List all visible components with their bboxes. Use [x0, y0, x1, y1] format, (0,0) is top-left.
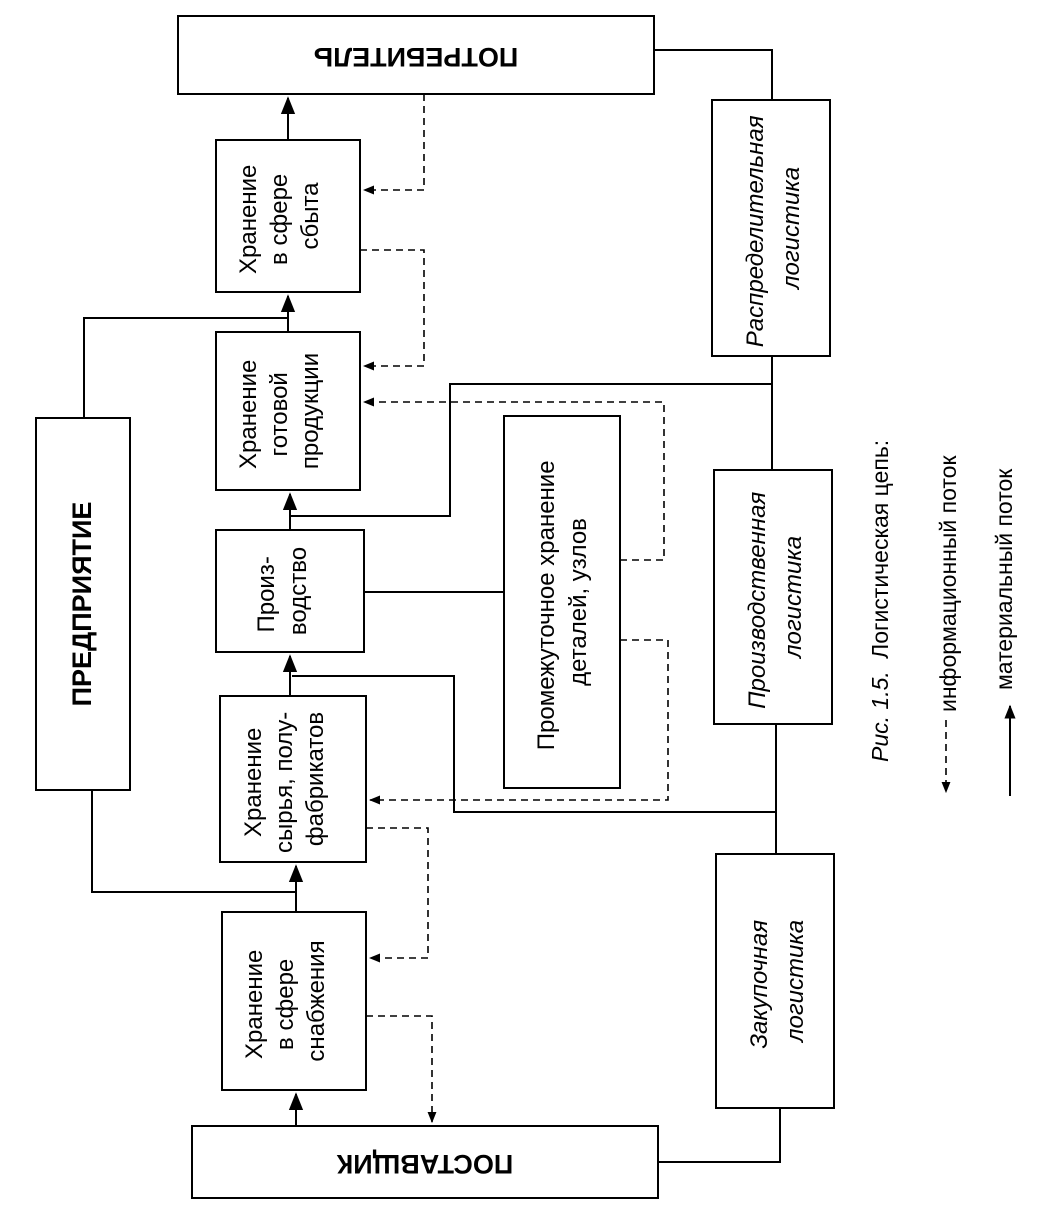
procurement-logistics-node: Закупочная логистика	[715, 853, 835, 1109]
info-consumer-to-sales	[362, 94, 425, 195]
storage-sales-label: Хранение в сфере сбыта	[235, 158, 324, 274]
material-flow-arrows	[280, 96, 304, 1126]
intermediate-storage-node: Промежуточное хранение деталей, узлов	[503, 415, 621, 789]
storage-supply-node: Хранение в сфере снабжения	[221, 911, 367, 1091]
production-label: Произ- водство	[253, 547, 312, 635]
legend-material-flow: материальный поток	[991, 468, 1017, 796]
production-node: Произ- водство	[215, 529, 365, 653]
legend-info-flow-label: информационный поток	[935, 455, 961, 712]
figure-caption: Рис. 1.5. Логистическая цепь: информацио…	[867, 440, 1017, 796]
consumer-label: ПОТРЕБИТЕЛЬ	[314, 42, 519, 72]
intermediate-storage-label: Промежуточное хранение деталей, узлов	[533, 454, 592, 751]
info-supply-to-supplier	[366, 1015, 437, 1124]
storage-finished-node: Хранение готовой продукции	[215, 331, 361, 491]
info-intermediate-to-finished	[362, 397, 665, 561]
storage-raw-node: Хранение сырья, полу- фабрикатов	[219, 695, 367, 863]
legend-info-flow: информационный поток	[935, 455, 961, 794]
storage-finished-label: Хранение готовой продукции	[235, 353, 324, 469]
supplier-label: ПОСТАВЩИК	[336, 1149, 513, 1179]
production-logistics-scope-top	[290, 383, 772, 517]
enterprise-node: ПРЕДПРИЯТИЕ	[35, 417, 131, 791]
legend-material-flow-label: материальный поток	[991, 468, 1017, 690]
enterprise-top-connector	[83, 317, 288, 418]
supplier-node: ПОСТАВЩИК	[191, 1125, 659, 1199]
caption-title: Рис. 1.5. Логистическая цепь:	[867, 440, 893, 762]
storage-raw-label: Хранение сырья, полу- фабрикатов	[240, 705, 329, 853]
info-sales-to-finished	[360, 249, 425, 371]
enterprise-label: ПРЕДПРИЯТИЕ	[67, 502, 97, 707]
consumer-to-distribution-connector	[654, 49, 773, 100]
supplier-to-procurement-connector	[658, 1108, 781, 1163]
info-raw-to-supply	[366, 827, 429, 963]
production-logistics-label: Производственная логистика	[744, 485, 807, 709]
storage-supply-label: Хранение в сфере снабжения	[241, 940, 330, 1061]
storage-sales-node: Хранение в сфере сбыта	[215, 139, 361, 293]
distribution-logistics-label: Распределительная логистика	[742, 109, 805, 347]
info-intermediate-to-raw	[368, 639, 669, 805]
production-logistics-scope-bottom	[292, 675, 776, 813]
procurement-logistics-label: Закупочная логистика	[746, 913, 809, 1048]
consumer-node: ПОТРЕБИТЕЛЬ	[177, 15, 655, 95]
connector-lines	[83, 49, 781, 1163]
production-logistics-node: Производственная логистика	[713, 469, 833, 725]
distribution-logistics-node: Распределительная логистика	[711, 99, 831, 357]
enterprise-bottom-connector	[91, 790, 296, 893]
information-flow-arrows	[360, 94, 669, 1124]
